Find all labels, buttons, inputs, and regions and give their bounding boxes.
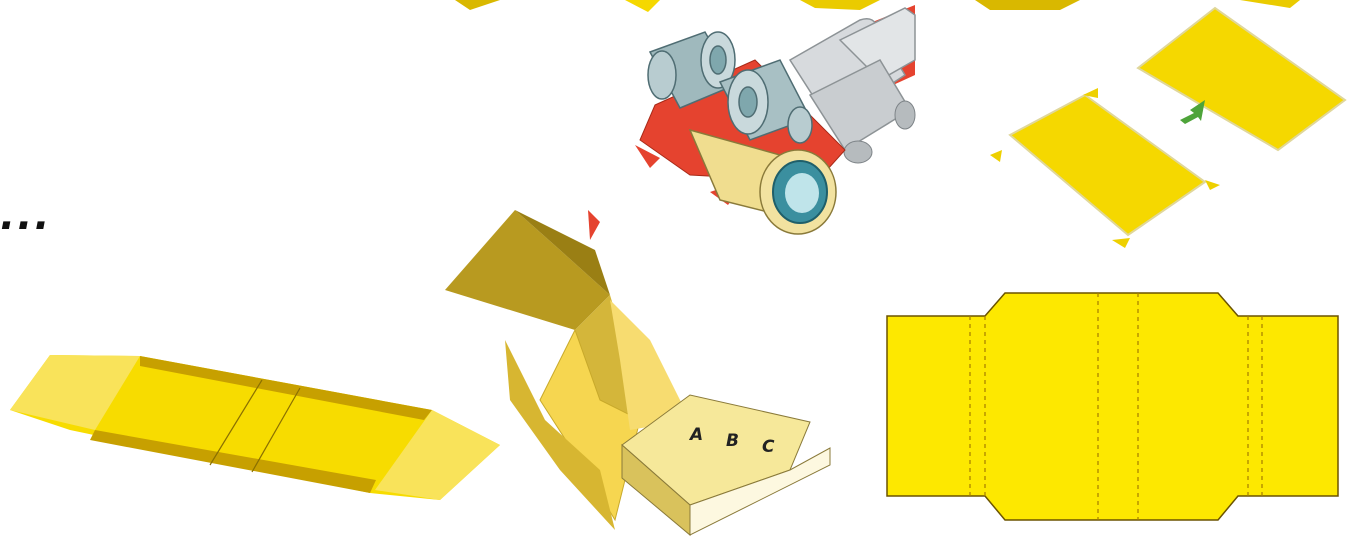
book-letter-a: A [688,425,703,445]
board-placement-icon [990,8,1345,248]
book-letter-b: B [726,431,739,451]
book-cover-dieline-icon [887,293,1338,520]
folding-book-with-spine-icon: A B C [445,210,830,535]
book-letter-c: C [762,437,775,457]
glue-roller-machine-icon [588,5,915,240]
top-cropped-strip [455,0,1300,12]
flat-yellow-cover-board-icon [10,355,500,500]
